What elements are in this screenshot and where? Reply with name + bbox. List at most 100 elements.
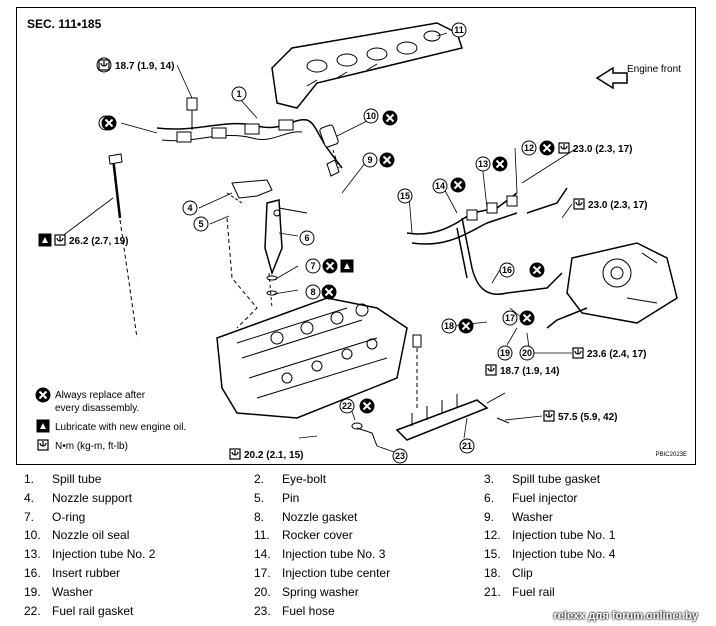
- callout-circle-15: [397, 188, 413, 204]
- legend-replace-2: every disassembly.: [55, 403, 139, 414]
- watermark: relexx для forum.onliner.by: [553, 610, 698, 622]
- part-name: Insert rubber: [52, 566, 121, 580]
- callout-label-17: 17: [505, 313, 515, 323]
- part-number: 8.: [254, 509, 265, 524]
- torque-bottom: 20.2 (2.1, 15): [244, 450, 303, 461]
- callout-label-1: 1: [236, 89, 241, 99]
- callout-label-16: 16: [502, 265, 512, 275]
- nozzle-support: [226, 179, 273, 204]
- callout-label-4: 4: [187, 203, 192, 213]
- callout-label-13: 13: [478, 159, 488, 169]
- part-name: Clip: [512, 566, 533, 580]
- part-name: Spill tube: [52, 472, 102, 486]
- part-number: 23.: [254, 603, 271, 618]
- part-item: 7.O-ring: [24, 508, 85, 526]
- callout-circle-18: [441, 318, 457, 334]
- callout-circle-23: [392, 448, 408, 464]
- part-number: 5.: [254, 490, 265, 505]
- part-number: 1.: [24, 472, 35, 486]
- callout-label-9: 9: [367, 155, 372, 165]
- part-name: Injection tube No. 1: [512, 528, 616, 543]
- diagram-frame: SEC. 111•185 Engine front PBIC2023E: [16, 7, 696, 465]
- part-number: 7.: [24, 509, 35, 524]
- part-item: 22. Fuel rail gasket: [24, 602, 133, 620]
- torque-tube-no1: 23.0 (2.3, 17): [573, 144, 632, 155]
- part-item: 5.Pin: [254, 489, 299, 507]
- legend-replace: Always replace after: [55, 390, 146, 401]
- part-item: 18. Clip: [484, 564, 533, 582]
- part-item: 10.Nozzle oil seal: [24, 526, 129, 544]
- callout-circle-1: [231, 86, 247, 102]
- torque-fuel-rail-clip: 18.7 (1.9, 14): [500, 366, 559, 377]
- callout-circle-14: [432, 178, 448, 194]
- part-name: Fuel rail: [512, 584, 555, 599]
- part-item: 8.Nozzle gasket: [254, 508, 357, 526]
- part-number: 19.: [24, 584, 41, 599]
- part-name: Injection tube No. 4: [512, 547, 616, 562]
- mounting-bolt: [108, 153, 138, 339]
- torque-fuel-rail: 57.5 (5.9, 42): [558, 412, 617, 423]
- part-name: Injection tube No. 2: [52, 547, 156, 562]
- callout-label-19: 19: [500, 348, 510, 358]
- callout-label-23: 23: [395, 451, 405, 461]
- callout-circle-19: [497, 345, 513, 361]
- part-name: Washer: [52, 584, 93, 599]
- cylinder-head: [216, 297, 408, 419]
- part-item: 11. Rocker cover: [254, 526, 353, 544]
- part-name: Nozzle support: [52, 490, 133, 505]
- part-number: 6.: [484, 490, 495, 505]
- part-name: Rocker cover: [282, 528, 353, 543]
- callout-label-7: 7: [310, 261, 315, 271]
- part-item: 1. Spill tube: [24, 470, 101, 488]
- legend-lubricate: Lubricate with new engine oil.: [55, 422, 186, 433]
- callout-label-21: 21: [462, 441, 472, 451]
- engine-front-label: Engine front: [627, 64, 681, 75]
- part-number: 3.: [484, 472, 495, 486]
- section-title: SEC. 111•185: [27, 17, 102, 31]
- callout-circle-8: [305, 284, 321, 300]
- part-name: Spring washer: [282, 584, 359, 599]
- parts-list: 1. Spill tube 2.Eye-bolt 3.Spill tube gaske…: [24, 470, 704, 620]
- part-item: 3.Spill tube gasket: [484, 470, 600, 488]
- callout-circle-7: [305, 258, 321, 274]
- part-item: 6.Fuel injector: [484, 489, 577, 507]
- callout-label-6: 6: [304, 233, 309, 243]
- injection-pump: [546, 242, 678, 329]
- injection-tubes: [406, 187, 568, 295]
- fuel-rail-drawing: [351, 334, 510, 447]
- part-number: 12.: [484, 528, 501, 543]
- part-number: 21.: [484, 584, 501, 599]
- part-number: 2.: [254, 472, 265, 486]
- part-number: 10.: [24, 528, 41, 543]
- part-name: Fuel rail gasket: [52, 603, 134, 618]
- part-item: 19. Washer: [24, 583, 93, 601]
- callout-circle-12: [521, 140, 537, 156]
- part-item: 4. Nozzle support: [24, 489, 132, 507]
- part-item: 2.Eye-bolt: [254, 470, 326, 488]
- callout-circle-5: [193, 216, 209, 232]
- part-item: 9.Washer: [484, 508, 553, 526]
- callout-circle-17: [502, 310, 518, 326]
- torque-spring-washer: 23.6 (2.4, 17): [587, 349, 646, 360]
- legend-torque-units: N•m (kg-m, ft-lb): [55, 441, 128, 452]
- part-number: 22.: [24, 603, 41, 618]
- callout-label-11: 11: [454, 25, 464, 35]
- torque-pump: 23.0 (2.3, 17): [588, 200, 647, 211]
- part-item: 15.Injection tube No. 4: [484, 545, 615, 563]
- part-number: 11.: [254, 528, 270, 543]
- callout-circle-11: [451, 22, 467, 38]
- part-number: 18.: [484, 566, 501, 580]
- callout-label-20: 20: [522, 348, 532, 358]
- part-item: 12. Injection tube No. 1: [484, 526, 615, 544]
- callout-circle-6: [299, 230, 315, 246]
- part-number: 4.: [24, 490, 35, 505]
- callout-label-18: 18: [444, 321, 454, 331]
- part-name: Injection tube No. 3: [282, 547, 386, 562]
- part-item: 21. Fuel rail: [484, 583, 555, 601]
- part-number: 20.: [254, 584, 271, 599]
- part-number: 9.: [484, 509, 495, 524]
- part-number: 17.: [254, 566, 271, 580]
- figure-code: PBIC2023E: [655, 452, 687, 458]
